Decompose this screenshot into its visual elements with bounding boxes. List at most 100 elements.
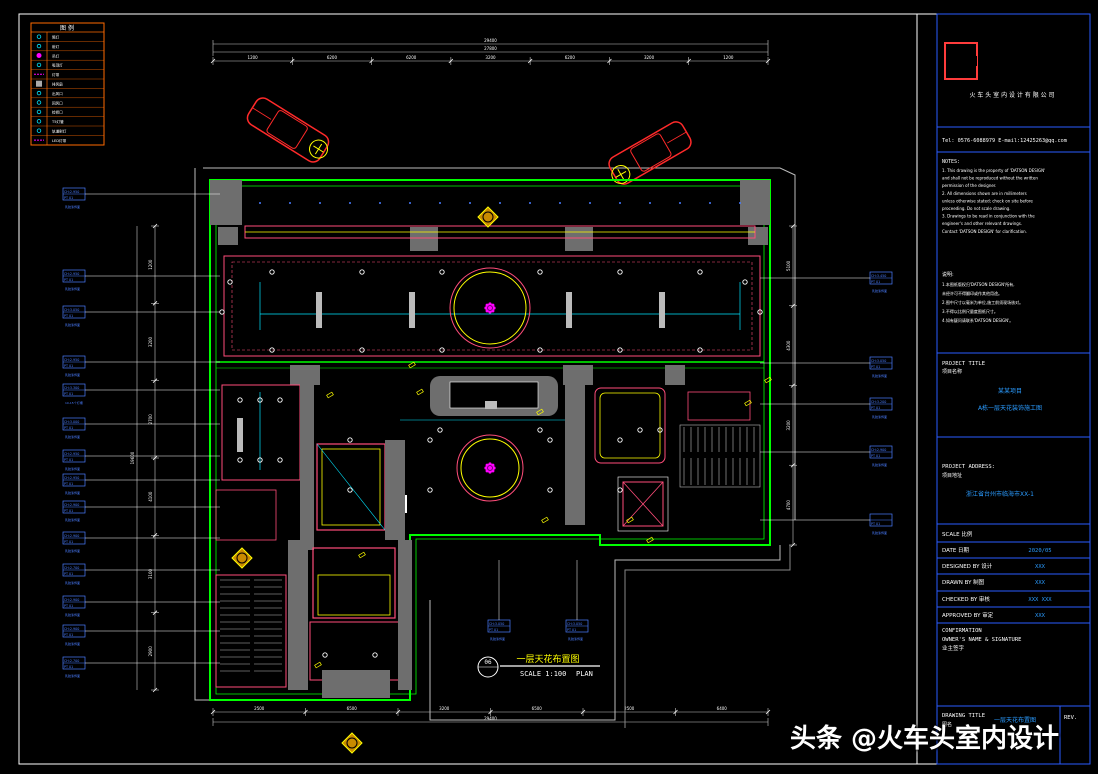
spotlight-icon <box>649 202 651 204</box>
downlight-icon <box>359 269 365 275</box>
ceiling-tag-code: CH:3.000 <box>64 420 79 424</box>
ceiling-tag-sub: PT 01 <box>64 572 73 576</box>
note-line: 2. All dimensions shown are in millimete… <box>942 191 1027 196</box>
ceiling-tag-code: CH:2.900 <box>871 448 886 452</box>
ceiling-tag-sub: PT 01 <box>871 406 880 410</box>
legend-label: 筒灯 <box>52 35 60 40</box>
dimension-label: 6200 <box>565 55 576 60</box>
ceiling-tag-sub: PT 01 <box>871 280 880 284</box>
legend-label: T5灯管 <box>51 119 64 124</box>
exhaust-fan-icon <box>36 80 42 87</box>
dimension-label: 2700 <box>148 414 153 425</box>
downlight-icon <box>439 269 445 275</box>
dimension-label: 6200 <box>327 55 338 60</box>
legend-label: LED灯带 <box>52 138 67 143</box>
note-line: engineer's and other relevant drawings. <box>942 221 1022 226</box>
contact-line: Tel: 0576-6088979 E-mail:12425263@qq.com <box>942 138 1067 144</box>
dimension-total: 27800 <box>212 46 769 56</box>
ceiling-tag-code: CH:3.450 <box>871 274 886 278</box>
ceiling-tag-note: 乳胶漆饰面 <box>872 414 887 419</box>
ceiling-tag-code: CH:3.050 <box>64 308 79 312</box>
downlight-icon <box>269 269 275 275</box>
legend-title: 图 例 <box>60 24 74 32</box>
ceiling-tag-sub: PT 01 <box>64 196 73 200</box>
pendant-lamp-icon <box>36 53 42 58</box>
note-line: permission of the designer. <box>942 183 996 188</box>
ceiling-tag-note: 乳胶漆饰面 <box>65 434 80 439</box>
ceiling-tag-sub: PT 01 <box>567 628 576 632</box>
ceiling-tag-code: CH:3.050 <box>871 359 886 363</box>
legend-label: 吊灯 <box>52 53 60 58</box>
dimension-label: 2500 <box>624 706 635 711</box>
notes-en: 1. This drawing is the property of 'DATS… <box>942 168 1045 234</box>
downlight-icon <box>439 347 445 353</box>
dimension-label: 1200 <box>723 55 734 60</box>
spotlight-icon <box>319 202 321 204</box>
spotlight-icon <box>529 202 531 204</box>
dimension-label: 3200 <box>786 420 791 431</box>
ceiling-tag-code: CH:3.050 <box>567 622 582 626</box>
dimension-label: 3200 <box>148 336 153 347</box>
confirmation-3: 业主签字 <box>942 644 965 652</box>
dimension-total: 19600 <box>130 226 138 690</box>
ceiling-tag-note: 乳胶漆饰面 <box>65 490 80 495</box>
ceiling-tag-sub: PT 01 <box>64 364 73 368</box>
project-address: 浙江省台州市临海市XX-1 <box>966 490 1034 498</box>
air-outlet-icon <box>408 361 416 369</box>
dimension-total-label: 27800 <box>484 46 497 51</box>
downlight-icon <box>269 347 275 353</box>
stair-right <box>683 427 755 485</box>
ceiling-tag-note: 乳胶漆饰面 <box>65 286 80 291</box>
dimension-label: 6400 <box>717 706 728 711</box>
section-marker-bottom <box>341 732 363 754</box>
downlight-icon <box>617 269 623 275</box>
note-line: 未经许可不得翻印或作其他用途。 <box>942 290 1002 296</box>
downlight-icon <box>637 427 643 433</box>
spotlight-icon <box>739 202 741 204</box>
ceiling-tag-sub: PT 01 <box>64 426 73 430</box>
date-label: DATE 日期 <box>942 547 970 554</box>
drawn-value: XXX <box>1035 580 1046 586</box>
downlight-icon <box>657 427 663 433</box>
downlight-icon <box>372 652 378 658</box>
downlight-icon <box>697 269 703 275</box>
air-outlet-icon <box>416 388 424 396</box>
downlight-icon <box>359 347 365 353</box>
air-outlet-icon <box>646 536 654 544</box>
downlight-icon <box>36 34 42 39</box>
date-value: 2020/05 <box>1028 548 1051 554</box>
ceiling-tag-sub: PT 01 <box>489 628 498 632</box>
checked-value: XXX XXX <box>1028 597 1052 603</box>
drawing-title-sub: 图名 <box>942 721 952 728</box>
ceiling-tag: CH:3.000 PT 01 乳胶漆饰面 <box>62 417 220 439</box>
note-line: 3. Drawings to be read in conjunction wi… <box>942 214 1035 219</box>
note-line: 4.如有疑问请联系'DATSON DESIGN'。 <box>942 317 1013 323</box>
ceiling-tag-code: CH:2.700 <box>64 566 79 570</box>
project-title-label: PROJECT TITLE <box>942 361 985 367</box>
spotlight-icon <box>679 202 681 204</box>
spotlight-icon <box>709 202 711 204</box>
ceiling-tag-sub: PT 01 <box>871 365 880 369</box>
dimension-label: 4100 <box>148 491 153 502</box>
air-outlet-icon <box>626 516 634 524</box>
note-line: Contact 'DATSON DESIGN' for clarificatio… <box>942 229 1027 234</box>
ceiling-tag-note: 乳胶漆饰面 <box>65 204 80 209</box>
downlight-icon <box>537 269 543 275</box>
access-panel-icon <box>36 109 42 115</box>
light-fixtures <box>219 202 772 669</box>
spotlight-icon <box>259 202 261 204</box>
